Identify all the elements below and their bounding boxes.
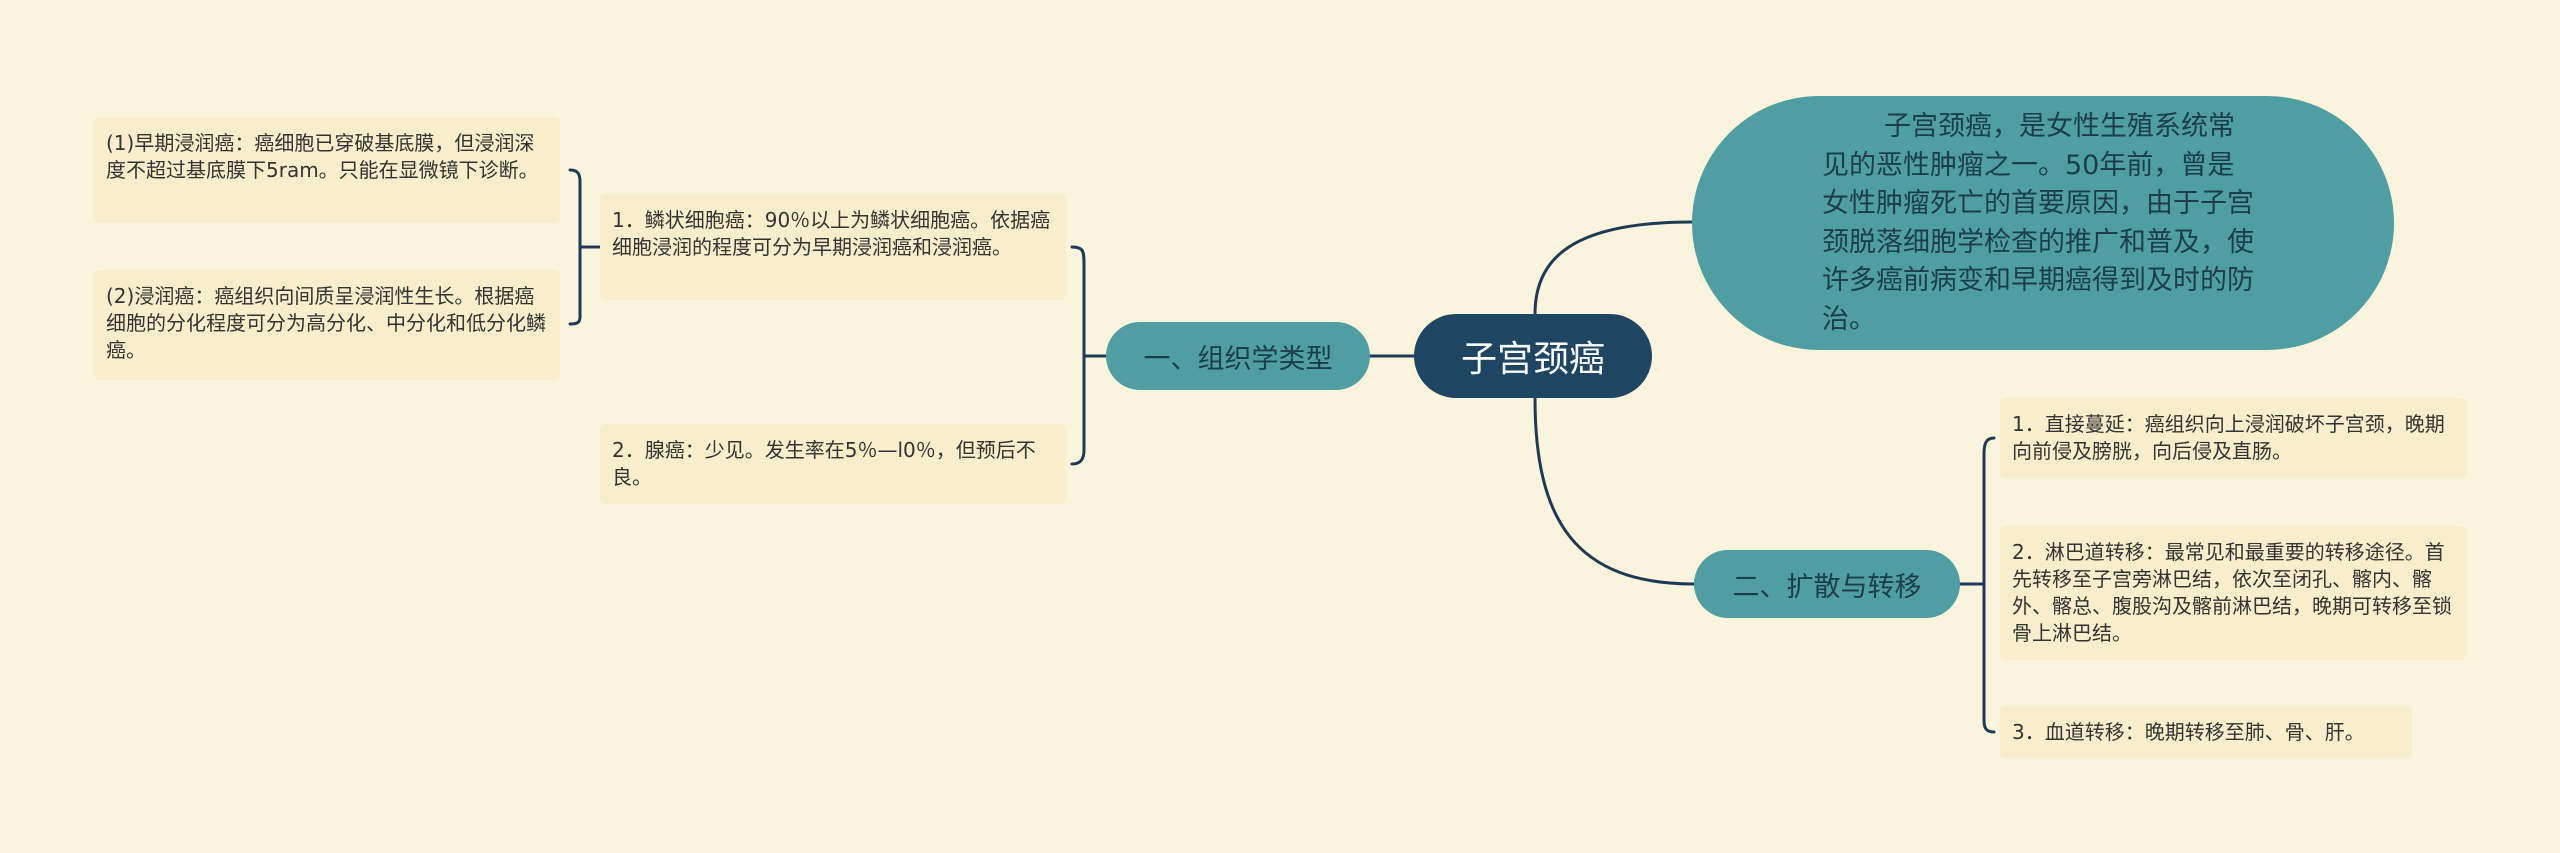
branch-spread-node[interactable]: 二、扩散与转移 (1694, 550, 1960, 618)
leaf-squamous-carcinoma-text: 1．鳞状细胞癌：90％以上为鳞状细胞癌。依据癌细胞浸润的程度可分为早期浸润癌和浸… (612, 208, 1051, 259)
leaf-squamous-carcinoma[interactable]: 1．鳞状细胞癌：90％以上为鳞状细胞癌。依据癌细胞浸润的程度可分为早期浸润癌和浸… (600, 194, 1066, 300)
branch-spread-label: 二、扩散与转移 (1732, 571, 1922, 603)
intro-text: 子宫颈癌，是女性生殖系统常见的恶性肿瘤之一。50年前，曾是女性肿瘤死亡的首要原因… (1822, 111, 2254, 335)
connector-squamous-children (568, 168, 602, 326)
leaf-invasive[interactable]: (2)浸润癌：癌组织向间质呈浸润性生长。根据癌细胞的分化程度可分为高分化、中分化… (94, 270, 560, 380)
leaf-early-invasive-text: (1)早期浸润癌：癌细胞已穿破基底膜，但浸润深度不超过基底膜下5ram。只能在显… (106, 131, 539, 182)
leaf-invasive-text: (2)浸润癌：癌组织向间质呈浸润性生长。根据癌细胞的分化程度可分为高分化、中分化… (106, 284, 546, 362)
connector-branch1-children (1070, 245, 1108, 466)
leaf-lymphatic-metastasis-text: 2．淋巴道转移：最常见和最重要的转移途径。首先转移至子宫旁淋巴结，依次至闭孔、髂… (2012, 540, 2452, 645)
root-node[interactable]: 子宫颈癌 (1414, 314, 1652, 398)
leaf-blood-metastasis-text: 3．血道转移：晚期转移至肺、骨、肝。 (2012, 720, 2365, 744)
leaf-adenocarcinoma-text: 2．腺癌：少见。发生率在5％—l0％，但预后不良。 (612, 438, 1036, 489)
leaf-direct-spread-text: 1．直接蔓延：癌组织向上浸润破坏子宫颈，晚期向前侵及膀胱，向后侵及直肠。 (2012, 412, 2445, 463)
leaf-adenocarcinoma[interactable]: 2．腺癌：少见。发生率在5％—l0％，但预后不良。 (600, 424, 1066, 504)
connector-branch2-children (1958, 436, 1996, 734)
branch-histology-label: 一、组织学类型 (1143, 343, 1333, 375)
intro-node[interactable]: 子宫颈癌，是女性生殖系统常见的恶性肿瘤之一。50年前，曾是女性肿瘤死亡的首要原因… (1692, 96, 2394, 350)
connector-root-branch2 (1533, 396, 1696, 586)
root-label: 子宫颈癌 (1460, 339, 1605, 380)
connector-root-intro (1533, 220, 1694, 316)
leaf-direct-spread[interactable]: 1．直接蔓延：癌组织向上浸润破坏子宫颈，晚期向前侵及膀胱，向后侵及直肠。 (2000, 398, 2466, 478)
leaf-lymphatic-metastasis[interactable]: 2．淋巴道转移：最常见和最重要的转移途径。首先转移至子宫旁淋巴结，依次至闭孔、髂… (2000, 526, 2466, 660)
leaf-blood-metastasis[interactable]: 3．血道转移：晚期转移至肺、骨、肝。 (2000, 706, 2412, 758)
branch-histology-node[interactable]: 一、组织学类型 (1106, 322, 1370, 390)
leaf-early-invasive[interactable]: (1)早期浸润癌：癌细胞已穿破基底膜，但浸润深度不超过基底膜下5ram。只能在显… (94, 117, 560, 223)
